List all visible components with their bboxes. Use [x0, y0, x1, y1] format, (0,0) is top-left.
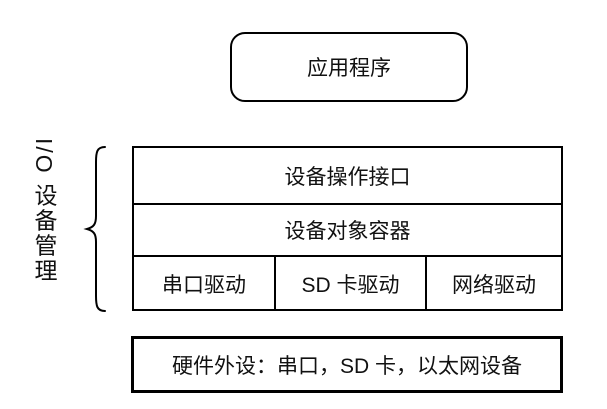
hardware-peripherals-label: 硬件外设：串口，SD 卡，以太网设备 — [171, 354, 522, 378]
network-driver-label: 网络驱动 — [452, 274, 536, 297]
hardware-peripherals-box: 硬件外设：串口，SD 卡，以太网设备 — [131, 336, 563, 393]
application-label: 应用程序 — [307, 57, 391, 80]
application-box: 应用程序 — [230, 32, 468, 102]
serial-driver-label: 串口驱动 — [162, 274, 246, 297]
device-interface-label: 设备操作接口 — [284, 165, 411, 189]
io-device-management-label: I/O 设备管理 — [31, 138, 57, 284]
io-management-stack: 设备操作接口 设备对象容器 串口驱动 SD 卡驱动 网络驱动 — [132, 146, 563, 311]
network-driver-cell: 网络驱动 — [425, 257, 561, 311]
serial-driver-cell: 串口驱动 — [134, 257, 274, 311]
device-container-label: 设备对象容器 — [284, 220, 411, 243]
device-interface-row: 设备操作接口 — [134, 148, 561, 203]
sd-card-driver-label: SD 卡驱动 — [301, 274, 400, 297]
device-container-row: 设备对象容器 — [134, 203, 561, 255]
curly-brace — [83, 146, 106, 312]
driver-row: 串口驱动 SD 卡驱动 网络驱动 — [134, 255, 561, 311]
sd-card-driver-cell: SD 卡驱动 — [274, 257, 425, 311]
